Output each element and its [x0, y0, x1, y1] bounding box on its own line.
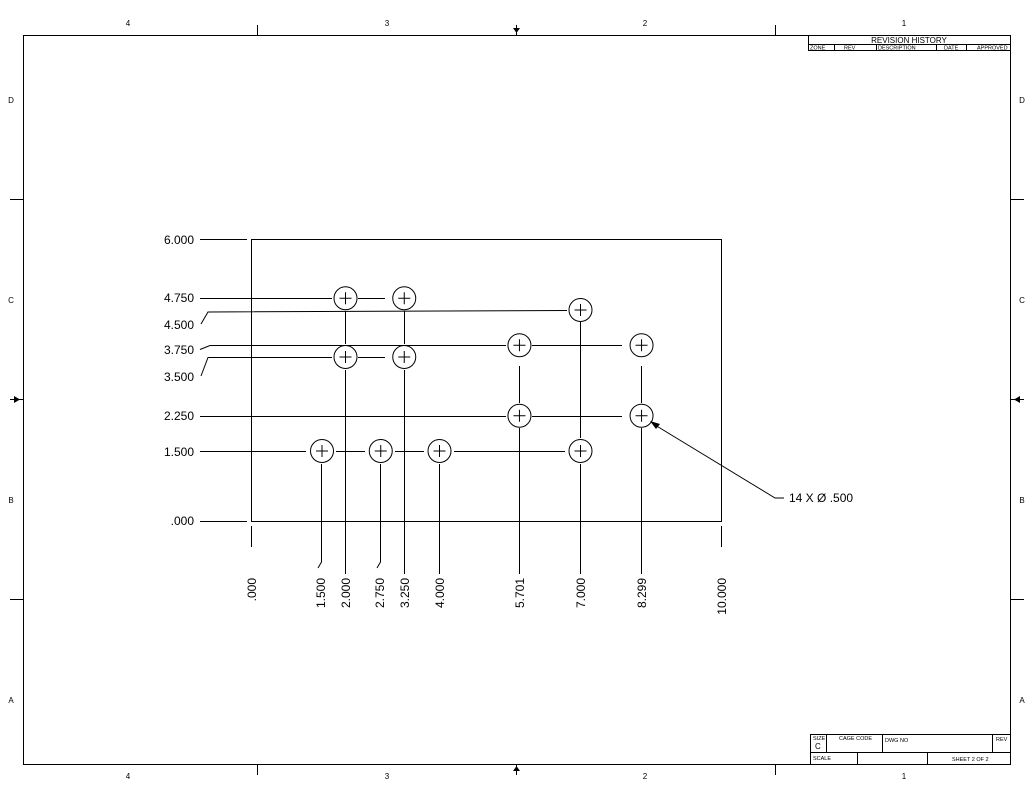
x-label-3250: 3.250 — [398, 578, 412, 608]
hole — [368, 439, 393, 463]
zone-top-4: 4 — [126, 19, 131, 28]
zone-bottom-4: 4 — [126, 772, 131, 781]
revision-history-title: REVISION HISTORY — [871, 36, 947, 45]
hole — [507, 403, 532, 428]
x-label-10000: 10.000 — [715, 578, 729, 615]
hole-callout: 14 X Ø .500 — [650, 421, 853, 505]
drawing-frame — [23, 35, 1011, 765]
y-label-2250: 2.250 — [164, 409, 194, 423]
y-label-3750: 3.750 — [164, 343, 194, 357]
title-dwg-label: DWG NO — [885, 738, 909, 744]
x-label-7000: 7.000 — [574, 578, 588, 608]
title-scale-label: SCALE — [813, 756, 831, 762]
rev-col-approved: APPROVED — [977, 46, 1008, 52]
title-size-value: C — [815, 742, 821, 751]
rev-col-rev: REV — [844, 46, 856, 52]
plate-outline — [251, 239, 722, 522]
zone-bottom-3: 3 — [385, 772, 390, 781]
y-label-0000: .000 — [171, 514, 195, 528]
x-label-1500: 1.500 — [314, 578, 328, 608]
y-label-1500: 1.500 — [164, 445, 194, 459]
title-size-label: SIZE — [813, 736, 826, 742]
title-rev-label: REV — [996, 737, 1008, 743]
zone-ticks — [10, 25, 1024, 775]
rev-col-description: DESCRIPTION — [878, 46, 916, 52]
y-label-4500: 4.500 — [164, 318, 194, 332]
zone-right-d: D — [1019, 96, 1025, 105]
zone-labels: 4 3 2 1 4 3 2 1 D C B A D C B A — [8, 19, 1025, 781]
zone-left-d: D — [8, 96, 14, 105]
rev-col-date: DATE — [944, 46, 959, 52]
y-ordinate-labels: 6.000 4.750 4.500 3.750 3.500 2.250 1.50… — [164, 233, 194, 528]
hole — [333, 345, 358, 369]
zone-left-a: A — [8, 696, 14, 705]
zone-top-3: 3 — [385, 19, 390, 28]
hole — [629, 333, 654, 358]
zone-left-c: C — [8, 296, 14, 305]
x-label-4000: 4.000 — [433, 578, 447, 608]
hole — [507, 333, 532, 358]
holes-layer — [310, 286, 654, 463]
zone-bottom-2: 2 — [643, 772, 648, 781]
hole — [568, 298, 593, 322]
hole — [333, 286, 358, 311]
title-block: SIZE C CAGE CODE DWG NO REV SCALE SHEET … — [810, 734, 1011, 765]
hole — [568, 439, 593, 463]
zone-right-a: A — [1019, 696, 1025, 705]
y-label-3500: 3.500 — [164, 370, 194, 384]
x-label-5701: 5.701 — [513, 578, 527, 608]
hole — [392, 286, 417, 311]
zone-left-b: B — [8, 496, 13, 505]
x-label-2000: 2.000 — [339, 578, 353, 608]
hole-callout-text: 14 X Ø .500 — [789, 491, 853, 505]
y-label-6000: 6.000 — [164, 233, 194, 247]
zone-right-c: C — [1019, 296, 1025, 305]
zone-top-2: 2 — [643, 19, 648, 28]
hole — [310, 439, 334, 463]
revision-history-block: REVISION HISTORY ZONE REV DESCRIPTION DA… — [808, 35, 1011, 52]
hole — [427, 439, 452, 463]
title-sheet-text: SHEET 2 OF 2 — [952, 757, 989, 763]
rev-col-zone: ZONE — [810, 46, 826, 52]
x-label-8299: 8.299 — [635, 578, 649, 608]
x-ordinate-labels: .000 1.500 2.000 2.750 3.250 4.000 5.701… — [245, 578, 729, 615]
hole — [629, 403, 654, 428]
hole — [392, 345, 417, 369]
x-label-2750: 2.750 — [373, 578, 387, 608]
zone-bottom-1: 1 — [902, 772, 907, 781]
zone-top-1: 1 — [902, 19, 907, 28]
x-label-0000: .000 — [245, 578, 259, 602]
y-label-4750: 4.750 — [164, 291, 194, 305]
ordinate-dimension-lines — [199, 239, 722, 574]
title-cage-label: CAGE CODE — [839, 736, 872, 742]
zone-right-b: B — [1019, 496, 1024, 505]
